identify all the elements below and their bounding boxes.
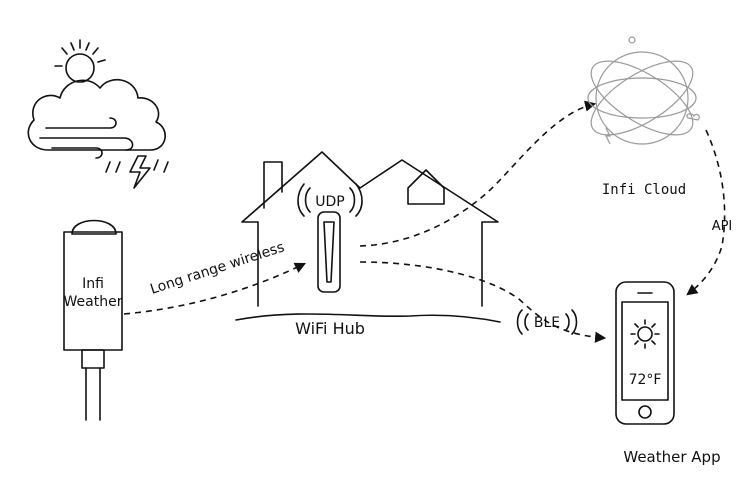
station-cable [85, 367, 101, 421]
temperature-value: 72°F [629, 372, 662, 388]
api-label: API [712, 219, 733, 234]
lightning-icon [129, 155, 151, 189]
sensor-dome [71, 219, 117, 235]
udp-signal-icon [297, 183, 363, 217]
hub-light [323, 221, 335, 283]
phone-screen [621, 301, 669, 401]
phone-body [615, 281, 675, 425]
ble-label: BLE [534, 315, 560, 331]
weather-station: Infi Weather [63, 219, 123, 421]
ground [235, 313, 501, 323]
phone-home-button [638, 405, 652, 419]
station-label-line2: Weather [64, 294, 123, 310]
cloud-globe-icon [587, 36, 700, 145]
hub-label: WiFi Hub [295, 319, 365, 338]
cloud-icon [27, 78, 166, 151]
app-label: Weather App [623, 448, 720, 466]
hub-device [317, 211, 341, 293]
api-link [686, 129, 726, 296]
house-outline [241, 151, 499, 307]
weather-icon [27, 39, 169, 189]
chimney [263, 161, 283, 209]
wifi-hub [317, 211, 341, 293]
smartphone: 72°F [615, 281, 675, 425]
hub-cloud-link [359, 100, 597, 247]
ble-link [359, 261, 607, 343]
udp-label: UDP [315, 194, 344, 210]
ble-signal-icon [516, 309, 578, 335]
station-connector [81, 349, 105, 369]
long-range-label: Long range wireless [148, 239, 286, 297]
cloud-label: Infi Cloud [602, 182, 686, 198]
sun-icon [54, 39, 106, 83]
dormer [407, 169, 445, 205]
long-range-link [123, 262, 307, 315]
sun-icon [630, 319, 660, 349]
station-label-line1: Infi [82, 276, 104, 292]
house [235, 151, 501, 323]
wind-icon [39, 117, 134, 159]
rain-icon [105, 159, 169, 173]
